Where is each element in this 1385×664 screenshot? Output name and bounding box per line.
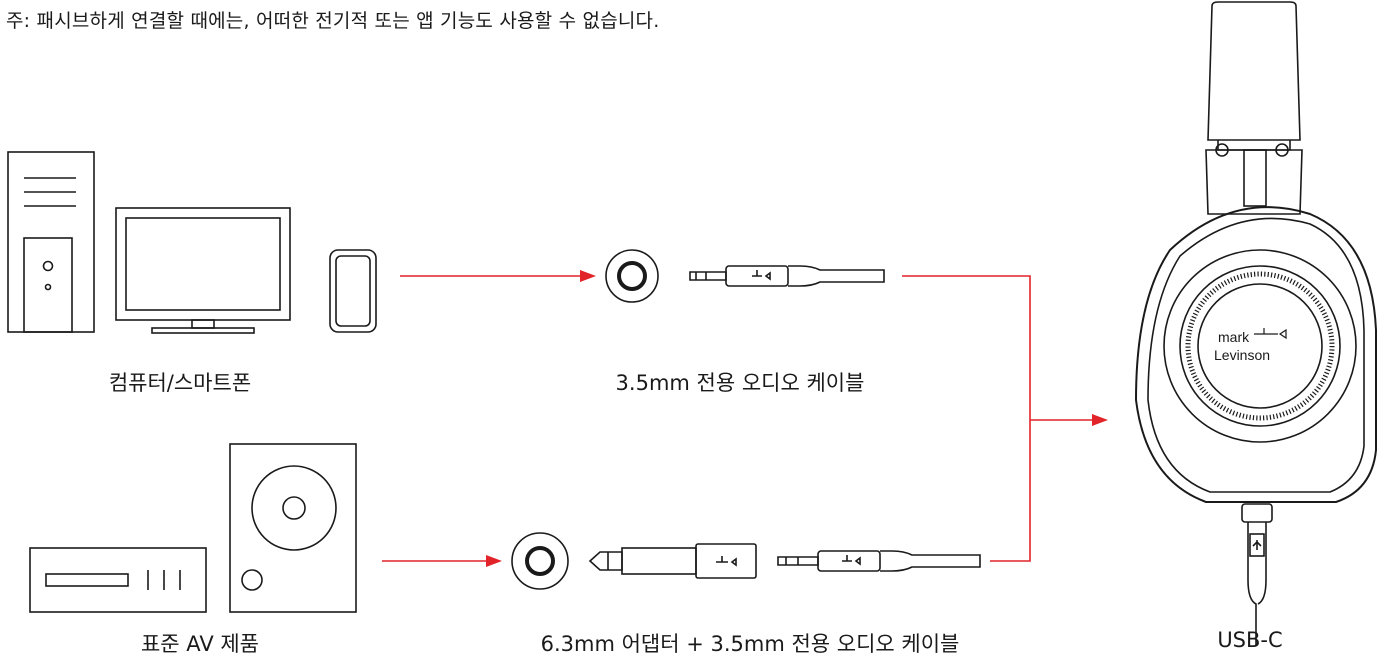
jack-3-5mm-icon xyxy=(605,249,659,303)
arrow-head-headphones xyxy=(1092,414,1108,426)
merge-line-top xyxy=(902,275,1031,420)
merge-line-bottom xyxy=(990,420,1031,562)
label-6-3mm-adapter-cable: 6.3mm 어댑터 + 3.5mm 전용 오디오 케이블 xyxy=(540,632,960,656)
desktop-tower-icon xyxy=(7,151,95,333)
brand-logo-line2: Levinson xyxy=(1214,347,1270,363)
av-receiver-icon xyxy=(29,547,207,613)
jack-6-3mm-icon xyxy=(511,532,569,590)
brand-logo-line1: mark xyxy=(1218,329,1250,345)
label-3-5mm-cable: 3.5mm 전용 오디오 케이블 xyxy=(615,371,865,395)
smartphone-icon xyxy=(329,249,377,333)
speaker-icon xyxy=(229,443,357,613)
label-computers-smartphones: 컴퓨터/스마트폰 xyxy=(108,371,252,395)
monitor-icon xyxy=(115,207,291,334)
label-usb-c: USB-C xyxy=(1217,628,1283,652)
arrow-head-computers xyxy=(580,270,596,282)
cable-3-5mm-icon xyxy=(689,265,885,287)
arrow-head-av xyxy=(486,555,502,567)
passive-connection-note: 주: 패시브하게 연결할 때에는, 어떠한 전기적 또는 앱 기능도 사용할 수… xyxy=(6,10,660,32)
adapter-6-3mm-icon xyxy=(588,543,757,579)
label-av-products: 표준 AV 제품 xyxy=(140,632,260,656)
headphones-icon xyxy=(1134,1,1377,646)
cable-3-5mm-second-icon xyxy=(777,550,981,572)
